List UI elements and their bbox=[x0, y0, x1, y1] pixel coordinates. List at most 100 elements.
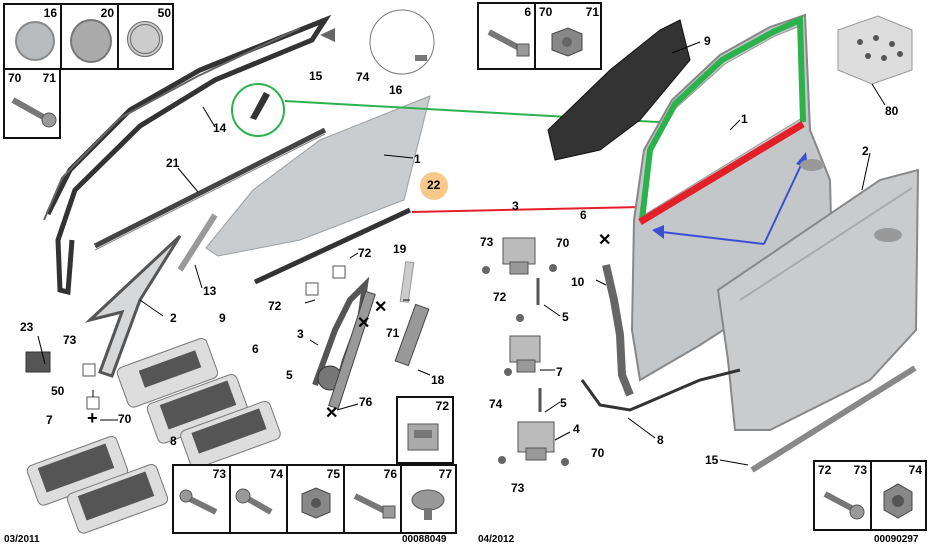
blue-arrow-1 bbox=[763, 162, 803, 245]
bolt-76-icon bbox=[353, 493, 396, 519]
inset-br-73: 73 bbox=[853, 463, 867, 477]
weather-strip bbox=[602, 264, 634, 397]
label-70-left: 70 bbox=[118, 412, 132, 426]
blue-arrow-2 bbox=[661, 231, 765, 245]
clip-16 bbox=[415, 55, 427, 61]
label-5-right-a: 5 bbox=[562, 310, 569, 324]
label-4: 4 bbox=[573, 422, 580, 436]
outer-belt-seal-edge bbox=[94, 133, 326, 251]
door-belt-red bbox=[638, 121, 805, 225]
roof-seal bbox=[45, 14, 332, 296]
label-73-right-b: 73 bbox=[511, 481, 525, 495]
seal-piece bbox=[250, 92, 270, 120]
inset-caps: 16 20 50 bbox=[3, 3, 174, 70]
cap-20-icon bbox=[70, 19, 112, 63]
hinge-4 bbox=[517, 421, 555, 461]
clip-detail-circle bbox=[369, 9, 435, 75]
inset-72-num: 72 bbox=[435, 399, 449, 413]
bolt-icon bbox=[551, 27, 583, 57]
label-50-left: 50 bbox=[51, 384, 65, 398]
label-3-left: 3 bbox=[297, 327, 304, 341]
x-mark-6: ✕ bbox=[598, 232, 611, 249]
label-73-left: 73 bbox=[63, 333, 77, 347]
bolt-72 bbox=[516, 314, 524, 322]
x-mark-76: ✕ bbox=[325, 405, 338, 422]
callout-22-badge bbox=[420, 172, 448, 200]
bolt-73b bbox=[498, 456, 506, 464]
screw-74-icon bbox=[235, 488, 273, 515]
label-23: 23 bbox=[20, 320, 34, 334]
label-22: 22 bbox=[427, 178, 441, 192]
inset-bottom-mid: 73 74 75 76 77 bbox=[172, 464, 457, 534]
cap-50-icon bbox=[127, 21, 163, 57]
cap-16-icon bbox=[15, 21, 55, 61]
label-15: 15 bbox=[309, 69, 323, 83]
label-5-right-b: 5 bbox=[560, 396, 567, 410]
hinge-7 bbox=[509, 335, 541, 373]
plus-mark-70: + bbox=[87, 408, 98, 428]
part-19 bbox=[399, 261, 415, 303]
door-lock-rod bbox=[394, 303, 430, 367]
inset-bottom-73: 73 bbox=[212, 467, 226, 481]
rivet-icon bbox=[179, 489, 218, 515]
label-7-right: 7 bbox=[556, 365, 563, 379]
x-mark-71b: ✕ bbox=[357, 315, 370, 332]
label-18: 18 bbox=[431, 373, 445, 387]
inset-caps-16: 16 bbox=[43, 6, 57, 20]
inner-belt-seal bbox=[253, 207, 412, 285]
door-handle-frame bbox=[800, 159, 824, 171]
bracket-72-icon bbox=[407, 423, 439, 451]
label-3-right: 3 bbox=[512, 199, 519, 213]
inset-top-mid-6: 6 bbox=[524, 5, 531, 19]
inset-caps-20: 20 bbox=[100, 6, 114, 20]
label-74-right: 74 bbox=[489, 397, 503, 411]
push-clip-77-icon bbox=[411, 489, 445, 520]
label-19: 19 bbox=[393, 242, 407, 256]
date-left: 03/2011 bbox=[4, 534, 40, 545]
code-right: 00090297 bbox=[874, 534, 919, 545]
screw-72-73-icon bbox=[823, 491, 865, 520]
label-14: 14 bbox=[213, 121, 227, 135]
label-74-top: 74 bbox=[356, 70, 370, 84]
switch-panel-8 bbox=[66, 464, 169, 534]
clip-72b bbox=[305, 282, 319, 296]
clip-15 bbox=[320, 28, 335, 42]
inset-bottom-right: 72 73 74 bbox=[813, 460, 927, 531]
clip-73 bbox=[82, 363, 96, 377]
label-80: 80 bbox=[885, 104, 899, 118]
inset-br-72: 72 bbox=[818, 463, 832, 477]
label-9-right: 9 bbox=[704, 34, 711, 48]
blue-arrowhead-2 bbox=[652, 225, 664, 239]
quarter-trim bbox=[84, 234, 182, 378]
switch-23 bbox=[25, 351, 51, 373]
label-1-right: 1 bbox=[741, 112, 748, 126]
clip-72a bbox=[332, 265, 346, 279]
window-glass bbox=[205, 95, 431, 257]
regulator-rail bbox=[328, 290, 376, 410]
label-70-right-b: 70 bbox=[591, 446, 605, 460]
label-72-a: 72 bbox=[358, 246, 372, 260]
label-16-top: 16 bbox=[389, 83, 403, 97]
inset-top-mid-70: 70 bbox=[539, 5, 553, 19]
label-1-glass: 1 bbox=[414, 152, 421, 166]
garnish-strip bbox=[177, 213, 218, 272]
body-moulding bbox=[750, 365, 917, 473]
label-72-right: 72 bbox=[493, 290, 507, 304]
bolt-73a bbox=[482, 266, 490, 274]
inset-bottom-77: 77 bbox=[438, 467, 452, 481]
door-handle bbox=[874, 228, 902, 242]
code-left: 00088049 bbox=[402, 534, 447, 545]
clip-bag-80 bbox=[837, 15, 913, 85]
label-8-left: 8 bbox=[170, 434, 177, 448]
lower-seal bbox=[580, 368, 741, 412]
bolt-74 bbox=[504, 368, 512, 376]
hinge-3 bbox=[502, 237, 536, 275]
switch-panel-9 bbox=[116, 338, 219, 408]
stud-icon bbox=[487, 29, 530, 57]
label-13: 13 bbox=[203, 284, 217, 298]
inset-72: 72 bbox=[396, 396, 454, 464]
label-5-left: 5 bbox=[286, 368, 293, 382]
inset-br-74: 74 bbox=[908, 463, 922, 477]
